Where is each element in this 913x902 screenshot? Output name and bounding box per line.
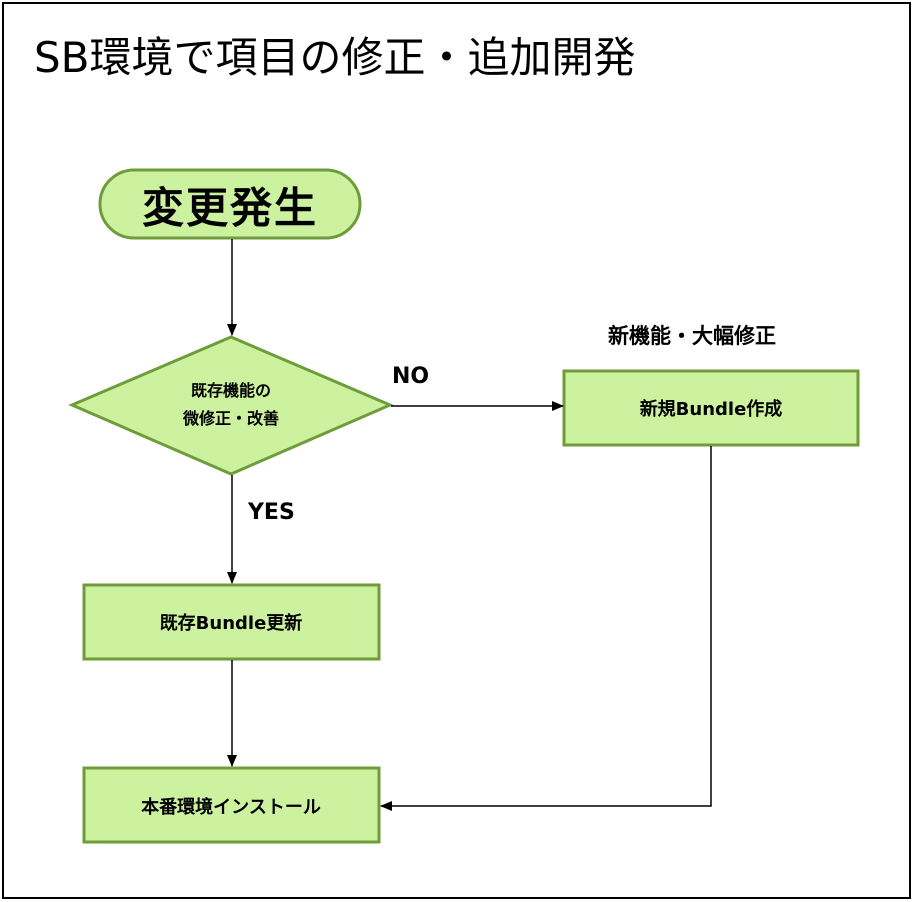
branch-no-label: NO	[392, 364, 430, 389]
start-node	[98, 168, 362, 240]
branch-yes-label: YES	[248, 500, 295, 525]
update-bundle-label: 既存Bundle更新	[159, 613, 303, 634]
update-bundle-node	[82, 583, 381, 661]
page-title: SB環境で項目の修正・追加開発	[34, 33, 636, 82]
decision-line-1: 既存機能の	[190, 381, 272, 400]
decision-line-2: 微修正・改善	[182, 409, 280, 428]
new-bundle-label: 新規Bundle作成	[639, 399, 783, 420]
install-label: 本番環境インストール	[141, 797, 321, 818]
arrow-new-bundle-to-install	[380, 446, 712, 811]
install-node	[82, 766, 381, 844]
decision-node-label: 既存機能の 微修正・改善	[183, 377, 279, 433]
new-bundle-node	[562, 369, 860, 447]
start-node-label: 変更発生	[141, 183, 319, 233]
decision-node	[68, 335, 394, 476]
new-feature-annotation: 新機能・大幅修正	[608, 324, 776, 348]
